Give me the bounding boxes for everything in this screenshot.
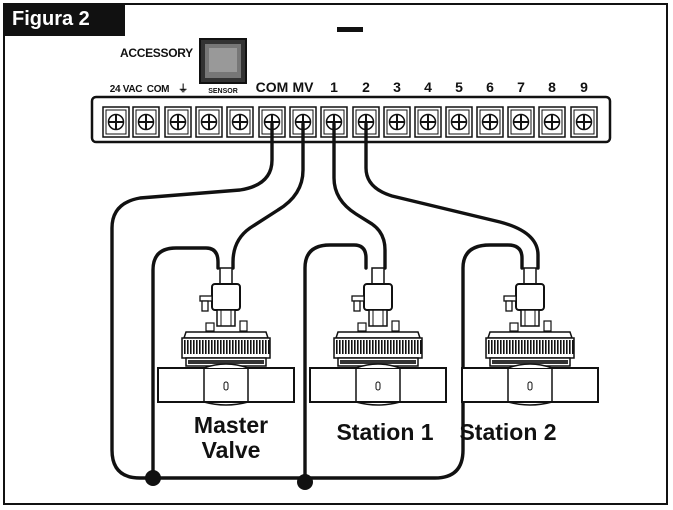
terminal-label: 6	[486, 79, 494, 95]
terminal-label: 9	[580, 79, 588, 95]
terminal-screw	[538, 106, 566, 138]
terminal-screw	[414, 106, 442, 138]
terminal-label: 1	[330, 79, 338, 95]
terminal-screw	[507, 106, 535, 138]
terminal-screw	[164, 106, 192, 138]
terminal-label: 7	[517, 79, 525, 95]
station1-wire	[332, 122, 387, 270]
sensor-label: SENSOR	[208, 88, 238, 95]
terminal-label: 2	[362, 79, 370, 95]
terminal-screw	[195, 106, 223, 138]
terminal-label: COM	[256, 79, 289, 95]
terminal-screw	[476, 106, 504, 138]
terminal-label: COM	[147, 84, 169, 95]
terminal-screw	[383, 106, 411, 138]
terminal-screw	[445, 106, 473, 138]
terminal-screw	[102, 106, 130, 138]
master-valve-label-line1: Master	[194, 412, 268, 438]
station2-valve	[461, 267, 599, 406]
figure-label: Figura 2	[3, 3, 125, 36]
wire-junction-master	[145, 470, 161, 486]
common-branch-station1	[303, 243, 368, 482]
terminal-label: 24 VAC	[110, 84, 143, 95]
common-branch-master	[151, 246, 220, 477]
wire-junction-station1	[297, 474, 313, 490]
station1-valve	[309, 267, 447, 406]
terminal-label: 5	[455, 79, 463, 95]
terminal-screw	[570, 106, 598, 138]
station2-wire	[364, 122, 540, 270]
master-valve-wire	[231, 122, 305, 270]
terminal-screw	[132, 106, 160, 138]
terminal-screw	[226, 106, 254, 138]
terminal-label: 8	[548, 79, 556, 95]
station1-label: Station 1	[336, 419, 433, 445]
controller-notch	[337, 27, 363, 32]
diagram-frame	[3, 3, 668, 505]
terminal-label: 3	[393, 79, 401, 95]
terminal-label: 4	[424, 79, 432, 95]
sensor-jack	[199, 38, 247, 84]
terminal-label: MV	[293, 79, 315, 95]
master-valve-label-line2: Valve	[202, 437, 261, 463]
accessory-label: ACCESSORY	[120, 46, 193, 60]
terminal-label: ⏚	[178, 83, 188, 95]
master-valve	[157, 267, 295, 406]
station2-label: Station 2	[459, 419, 556, 445]
